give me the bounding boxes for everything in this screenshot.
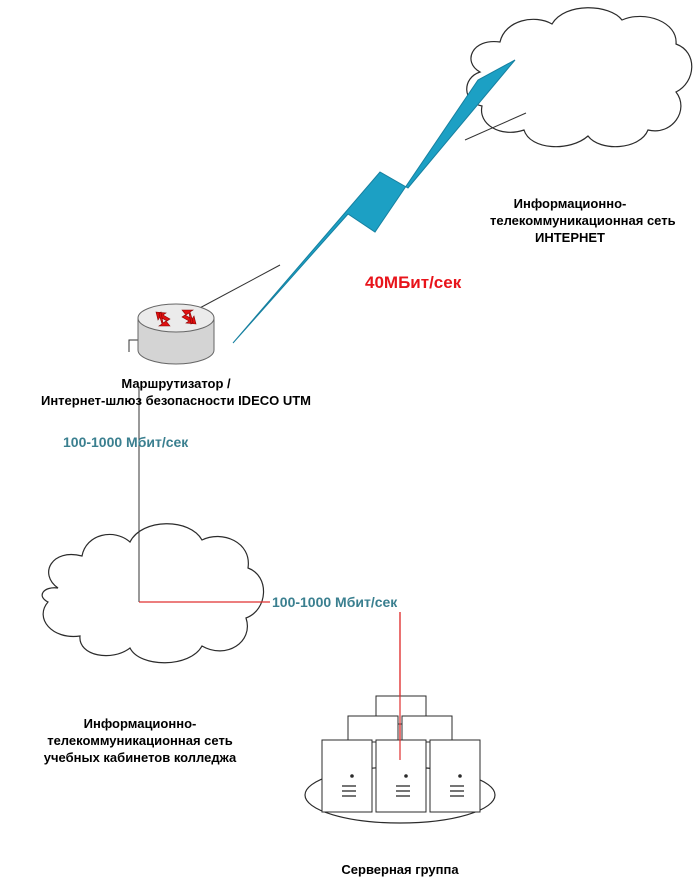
lan-speed-label: 100-1000 Мбит/сек: [272, 594, 398, 610]
router-lan-link: [128, 339, 139, 352]
internet-cloud: [466, 7, 693, 148]
router-label-line1: Маршрутизатор /: [121, 376, 231, 391]
internet-label-line2: телекоммуникационная сеть: [490, 213, 676, 228]
server-group-icon: [304, 695, 496, 824]
uplink-speed-label: 100-1000 Мбит/сек: [63, 434, 189, 450]
internet-label-line3: ИНТЕРНЕТ: [534, 230, 605, 245]
router-wan-line: [195, 264, 281, 311]
server-group-label: Серверная группа: [341, 862, 459, 877]
lan-cloud: [41, 523, 265, 664]
lan-label: Информационно- телекоммуникационная сеть…: [40, 715, 240, 766]
wan-link-bolt: [232, 59, 516, 344]
internet-label-line1: Информационно-: [513, 196, 627, 211]
router-icon: [137, 303, 215, 365]
cloud-wan-line: [464, 112, 527, 141]
lan-label-line1: Информационно-: [83, 716, 197, 731]
router-label-line2: Интернет-шлюз безопасности IDECO UTM: [40, 393, 312, 408]
wan-speed-label: 40МБит/сек: [365, 273, 462, 292]
internet-label: Информационно- телекоммуникационная сеть…: [490, 195, 676, 246]
lan-label-line2: телекоммуникационная сеть: [47, 733, 233, 748]
router-label: Маршрутизатор / Интернет-шлюз безопаснос…: [0, 375, 352, 409]
lan-label-line3: учебных кабинетов колледжа: [43, 750, 237, 765]
